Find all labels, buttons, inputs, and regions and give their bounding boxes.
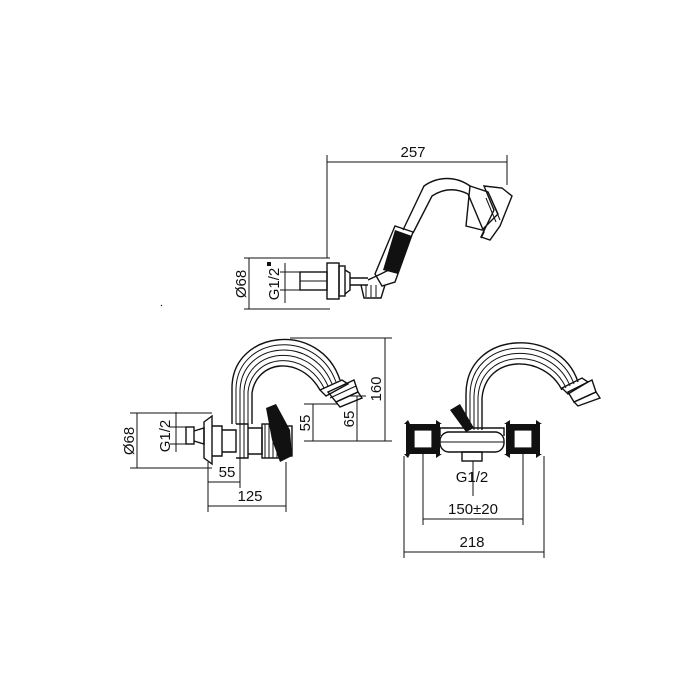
front-right-handle [504, 420, 542, 458]
dim-length-257: 257 [326, 144, 508, 258]
dim-label-diameter: Ø68 [233, 270, 250, 298]
dim-label-thread: G1/2 [266, 268, 283, 301]
side-dim-depth-125: 125 [208, 462, 287, 512]
front-spout [465, 342, 602, 430]
front-body [439, 427, 505, 462]
side-label-depth-125: 125 [237, 488, 262, 505]
side-label-outlet-55: 55 [297, 415, 314, 432]
side-label-diameter: Ø68 [121, 427, 138, 455]
dim-label-257: 257 [400, 144, 425, 161]
side-label-160: 160 [368, 376, 385, 401]
side-label-65: 65 [341, 411, 358, 428]
front-label-218: 218 [459, 534, 484, 551]
shower-handle [374, 177, 471, 287]
shower-head [465, 185, 513, 241]
side-body [185, 404, 293, 466]
front-label-150: 150±20 [448, 501, 498, 518]
side-dim-thread: G1/2 [157, 412, 192, 452]
dim-diameter-68: Ø68 [233, 257, 330, 310]
side-dim-65: 65 [341, 395, 366, 441]
front-left-handle [404, 420, 442, 458]
front-label-thread: G1/2 [456, 469, 489, 486]
side-spout [231, 338, 364, 424]
front-lever [450, 404, 474, 432]
side-view: Ø68 G1/2 [121, 337, 392, 512]
side-label-thread: G1/2 [157, 420, 174, 453]
wall-elbow [299, 262, 386, 300]
side-dim-160: 160 [290, 337, 392, 442]
front-dim-218: 218 [403, 456, 545, 558]
front-dim-150: 150±20 [422, 454, 524, 525]
side-dim-depth-55: 55 [207, 458, 241, 512]
front-view: G1/2 150±20 218 [403, 342, 602, 558]
side-dim-diameter: Ø68 [121, 412, 212, 469]
side-label-depth-55: 55 [219, 464, 236, 481]
dim-thread-g12: G1/2 [266, 262, 300, 303]
side-dim-outlet-55: 55 [297, 403, 350, 442]
hand-shower-view: 257 Ø68 G1/2 [160, 144, 513, 310]
